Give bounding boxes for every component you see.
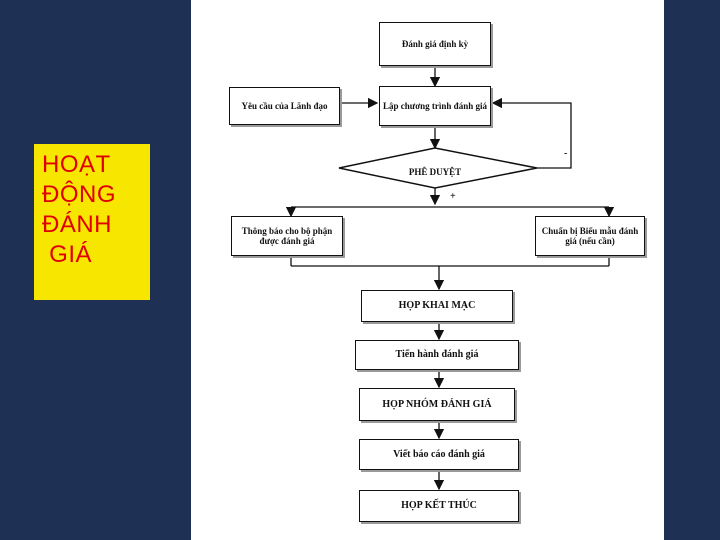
node-notify-unit: Thông báo cho bộ phận được đánh giá (231, 216, 343, 256)
node-write-report: Viết báo cáo đánh giá (359, 439, 519, 470)
arrow-reject-loop (491, 97, 572, 169)
title-line-3: ĐÁNH (42, 211, 113, 238)
approve-diamond (338, 147, 538, 189)
title-line-2: ĐỘNG (42, 181, 116, 208)
flowchart-panel: Đánh giá định kỳ Yêu cầu của Lãnh đạo Lậ… (191, 0, 664, 540)
flowchart-connectors (285, 66, 615, 491)
title-line-4: GIÁ (42, 241, 93, 268)
node-opening-meeting: HỌP KHAI MẠC (361, 290, 513, 322)
title-line-1: HOẠT (42, 151, 111, 178)
node-plan-program: Lập chương trình đánh giá (379, 86, 491, 126)
approve-sign: + (450, 191, 456, 202)
node-prepare-forms: Chuẩn bị Biểu mẫu đánh giá (nếu cần) (535, 216, 645, 256)
node-periodic-review: Đánh giá định kỳ (379, 22, 491, 66)
slide-title: HOẠT ĐỘNG ĐÁNH GIÁ (34, 144, 150, 300)
node-conduct-review: Tiến hành đánh giá (355, 340, 519, 370)
node-approve: PHÊ DUYỆT (408, 167, 462, 177)
node-leader-request: Yêu cầu của Lãnh đạo (229, 87, 340, 125)
node-closing-meeting: HỌP KẾT THÚC (359, 490, 519, 522)
reject-sign: - (564, 148, 568, 159)
node-team-meeting: HỌP NHÓM ĐÁNH GIÁ (359, 388, 515, 421)
